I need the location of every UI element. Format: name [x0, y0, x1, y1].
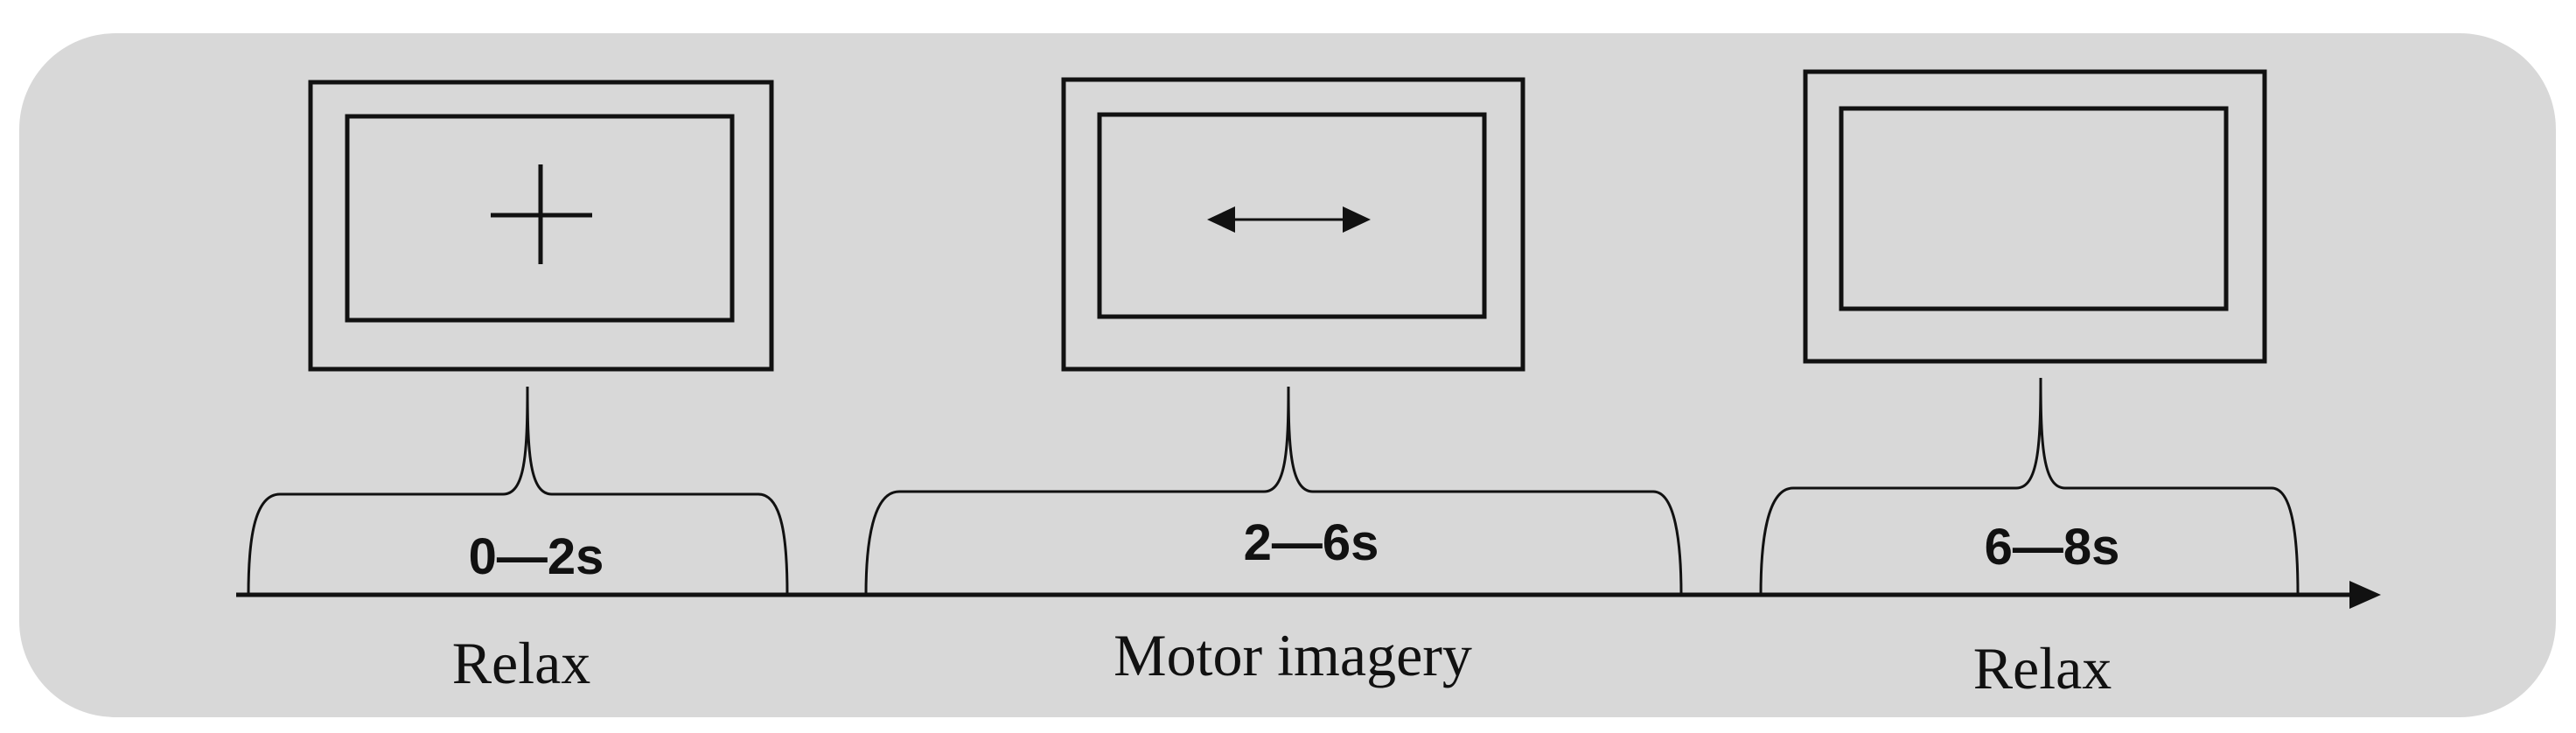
fixation-cross-icon	[491, 164, 592, 264]
screen-motor-imagery	[1061, 77, 1525, 372]
monitor-frame	[308, 80, 774, 372]
phase-label-segment-1: Relax	[451, 630, 591, 696]
double-arrow-icon	[1207, 206, 1371, 233]
time-label-segment-3: 6—8s	[1984, 519, 2120, 576]
monitor-screen	[345, 114, 735, 323]
brace-segment-1	[247, 386, 789, 596]
axis-arrowhead-icon	[2349, 581, 2381, 609]
screen-relax-end	[1803, 69, 2267, 364]
time-label-segment-1: 0—2s	[468, 528, 604, 585]
time-axis	[236, 581, 2381, 609]
monitor-screen	[1097, 112, 1487, 319]
phase-label-segment-2: Motor imagery	[1113, 622, 1472, 688]
diagram-panel	[19, 33, 2556, 717]
screen-relax-start	[308, 80, 774, 372]
brace-segment-2	[864, 386, 1683, 596]
brace-segment-3	[1759, 377, 2300, 596]
monitor-frame	[1061, 77, 1525, 372]
monitor-screen	[1839, 106, 2229, 311]
phase-label-segment-3: Relax	[1972, 635, 2112, 702]
monitor-frame	[1803, 69, 2267, 364]
time-label-segment-2: 2—6s	[1243, 514, 1379, 571]
